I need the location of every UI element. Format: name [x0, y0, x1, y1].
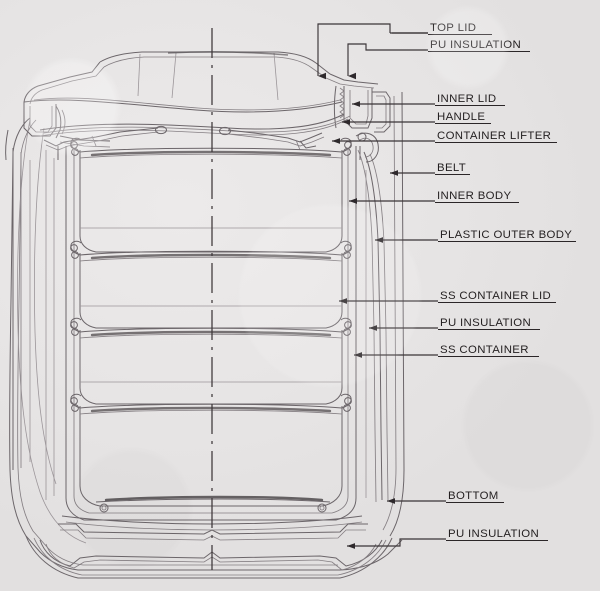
callout-container-lifter: CONTAINER LIFTER — [435, 130, 557, 144]
callout-label-text: PU INSULATION — [430, 39, 521, 51]
callout-inner-body: INNER BODY — [435, 190, 519, 204]
container-lifter-hook-right — [341, 394, 351, 411]
callout-label-text: SS CONTAINER LID — [440, 290, 551, 302]
container-lifter-hook-left — [71, 318, 81, 335]
ss-container-tier-1 — [71, 138, 352, 252]
callout-label-text: HANDLE — [437, 111, 485, 123]
container-lifter-hook-left — [71, 138, 81, 155]
callout-top-lid: TOP LID — [428, 22, 492, 36]
ss-container-tier-2 — [71, 241, 352, 328]
callout-label-layer: TOP LID PU INSULATION INNER LID HANDLE CONTA… — [428, 22, 576, 542]
callout-inner-lid: INNER LID — [435, 93, 505, 107]
lid-rim-latch-right — [335, 86, 391, 132]
callout-label-text: PU INSULATION — [448, 528, 539, 540]
belt — [356, 133, 389, 503]
callout-label-text: CONTAINER LIFTER — [437, 130, 551, 142]
pu-insulation-cavity — [45, 150, 367, 500]
callout-bottom: BOTTOM — [446, 490, 504, 504]
bottom-assembly — [26, 516, 392, 578]
callout-pu-insulation-mid: PU INSULATION — [438, 317, 540, 331]
callout-plastic-outer-body: PLASTIC OUTER BODY — [438, 229, 576, 243]
callout-pu-insulation-top: PU INSULATION — [428, 39, 530, 53]
left-outer-rim-detail — [6, 130, 31, 470]
callout-label-text: BELT — [437, 162, 466, 174]
callout-label-text: INNER BODY — [437, 190, 511, 202]
callout-belt: BELT — [435, 162, 470, 176]
ss-container-tier-4 — [71, 394, 352, 512]
leader-lines — [317, 23, 446, 549]
callout-label-text: TOP LID — [430, 22, 476, 34]
callout-label-text: SS CONTAINER — [440, 344, 529, 356]
callout-label-text: BOTTOM — [448, 490, 499, 502]
callout-label-text: INNER LID — [437, 93, 496, 105]
ss-container-stack — [71, 138, 352, 512]
container-lifter-hook-right — [341, 138, 351, 155]
ss-container-tier-3 — [71, 318, 352, 404]
inner-lid — [40, 114, 351, 137]
callout-pu-insulation-bot: PU INSULATION — [446, 528, 548, 542]
top-lid-assembly — [24, 51, 378, 112]
container-lifter-hook-left — [71, 394, 81, 411]
inner-body — [58, 146, 360, 520]
callout-ss-container: SS CONTAINER — [438, 344, 539, 358]
callout-label-text: PU INSULATION — [440, 317, 531, 329]
callout-ss-container-lid: SS CONTAINER LID — [438, 290, 556, 304]
callout-handle: HANDLE — [435, 111, 491, 125]
container-lifter-hook-right — [341, 241, 351, 258]
container-lifter-hook-left — [71, 241, 81, 258]
container-lifter-hook-right — [341, 318, 351, 335]
callout-label-text: PLASTIC OUTER BODY — [440, 229, 572, 241]
